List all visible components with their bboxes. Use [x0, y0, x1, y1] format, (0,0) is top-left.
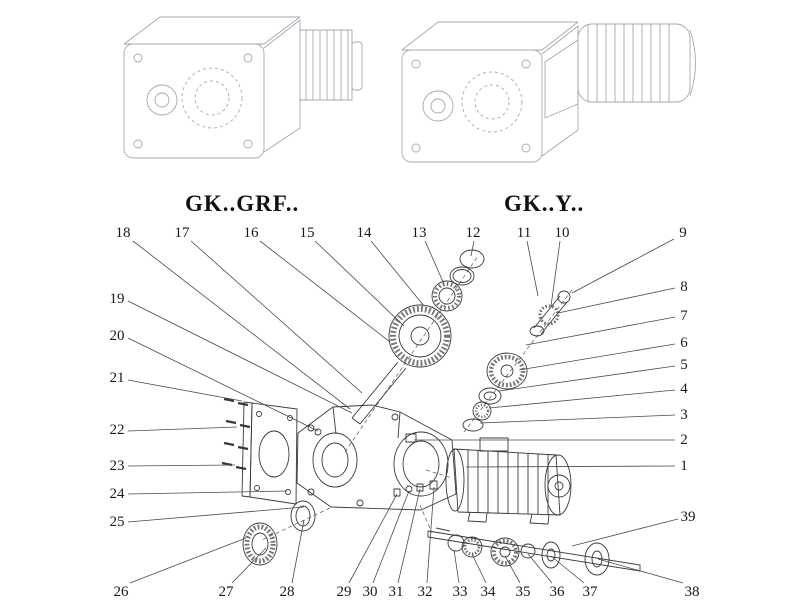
leader-line-12 [470, 240, 475, 257]
part-number-7: 7 [680, 308, 688, 324]
part-number-39: 39 [681, 509, 696, 525]
part-number-34: 34 [481, 584, 497, 600]
leader-line-27 [231, 547, 267, 584]
part-number-6: 6 [680, 335, 688, 351]
gear-housing [296, 404, 457, 511]
part-number-16: 16 [244, 225, 260, 241]
leader-line-1 [465, 465, 676, 468]
leader-line-15 [314, 240, 405, 327]
leader-line-7 [525, 316, 676, 346]
part-number-11: 11 [517, 225, 531, 241]
leader-line-19 [127, 300, 353, 414]
output-shaft-assembly [427, 527, 641, 576]
leader-line-18 [132, 240, 351, 410]
leader-line-5 [498, 365, 676, 392]
part-number-24: 24 [110, 486, 126, 502]
model-label-gkgrf: GK..GRF.. [185, 191, 300, 216]
part-number-29: 29 [337, 584, 352, 600]
part-number-32: 32 [418, 584, 433, 600]
part-number-14: 14 [357, 225, 373, 241]
part-number-25: 25 [110, 514, 125, 530]
electric-motor [445, 437, 572, 525]
part-number-36: 36 [550, 584, 566, 600]
part-number-30: 30 [363, 584, 378, 600]
leader-line-29 [348, 493, 398, 584]
leader-line-33 [453, 549, 460, 584]
leader-line-39 [571, 518, 679, 547]
model-label-gky: GK..Y.. [504, 191, 585, 216]
leader-line-16 [259, 240, 391, 343]
part-number-3: 3 [680, 407, 688, 423]
part-number-19: 19 [110, 291, 125, 307]
assembled-view-gkgrf-illustration [123, 16, 363, 159]
leader-line-26 [129, 537, 247, 584]
leader-line-32 [426, 486, 435, 584]
part-number-5: 5 [680, 357, 688, 373]
leader-line-30 [372, 490, 410, 584]
part-number-21: 21 [110, 370, 125, 386]
assembled-view-gky-illustration [401, 21, 696, 163]
part-number-1: 1 [680, 458, 688, 474]
bevel-pinion-assembly [462, 290, 571, 432]
leader-line-23 [127, 464, 236, 467]
part-number-12: 12 [466, 225, 481, 241]
part-number-31: 31 [389, 584, 404, 600]
part-number-35: 35 [516, 584, 531, 600]
input-shaft-gear-assembly [351, 249, 485, 425]
leader-line-25 [127, 506, 305, 523]
part-number-22: 22 [110, 422, 125, 438]
part-number-2: 2 [680, 432, 688, 448]
leader-line-10 [550, 240, 561, 307]
leader-line-34 [471, 553, 487, 584]
leader-line-3 [479, 414, 676, 424]
part-number-38: 38 [685, 584, 700, 600]
part-number-27: 27 [219, 584, 235, 600]
part-number-9: 9 [679, 225, 687, 241]
leader-line-22 [127, 426, 238, 432]
leader-line-24 [127, 490, 288, 495]
part-number-26: 26 [114, 584, 130, 600]
leader-line-13 [424, 240, 445, 285]
part-number-8: 8 [680, 279, 688, 295]
part-number-23: 23 [110, 458, 125, 474]
leader-line-20 [127, 337, 319, 432]
mounting-flange-plate [241, 401, 298, 505]
part-number-20: 20 [110, 328, 125, 344]
part-number-33: 33 [453, 584, 468, 600]
part-number-28: 28 [280, 584, 295, 600]
leader-line-31 [397, 488, 421, 584]
assembly-axis-lines [261, 255, 573, 541]
leader-line-38 [597, 558, 684, 584]
leader-line-35 [504, 555, 521, 584]
leader-line-17 [190, 240, 363, 394]
output-cover-bearings [242, 500, 316, 566]
leader-line-6 [518, 343, 676, 371]
leader-line-36 [527, 553, 553, 584]
leader-line-28 [291, 519, 305, 584]
leader-line-21 [127, 379, 243, 402]
part-number-18: 18 [116, 225, 131, 241]
leader-line-37 [550, 555, 585, 584]
part-number-13: 13 [412, 225, 427, 241]
leader-line-11 [526, 240, 539, 297]
leader-line-14 [370, 240, 425, 307]
part-number-4: 4 [680, 381, 688, 397]
part-number-17: 17 [175, 225, 191, 241]
leader-line-8 [557, 287, 676, 314]
leader-line-4 [488, 389, 676, 409]
part-number-15: 15 [300, 225, 315, 241]
flange-bolts [221, 397, 251, 471]
part-number-37: 37 [583, 584, 599, 600]
leader-line-9 [571, 238, 675, 294]
part-number-10: 10 [555, 225, 570, 241]
